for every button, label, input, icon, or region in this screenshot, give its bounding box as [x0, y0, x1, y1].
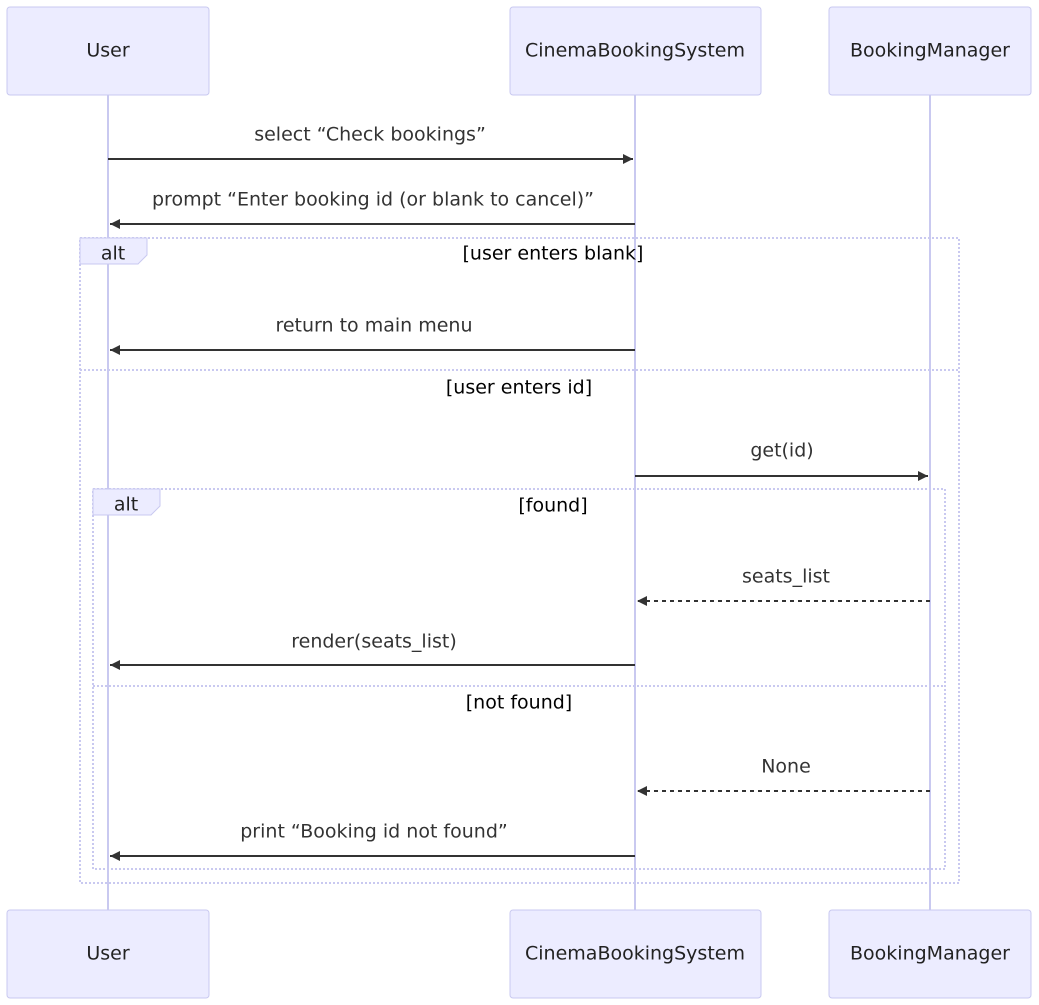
- alt-fragment-outer-frame: [79, 237, 960, 884]
- alt-fragment-inner: alt [found] [not found]: [92, 488, 946, 870]
- message-2: prompt “Enter booking id (or blank to ca…: [110, 189, 635, 229]
- actor-cinema-booking-system-bottom: CinemaBookingSystem: [509, 909, 762, 999]
- message-4: get(id): [635, 440, 928, 481]
- message-5: seats_list: [637, 566, 930, 606]
- alt-fragment-inner-condition-1: [found]: [518, 495, 587, 517]
- actor-user-top-label: User: [86, 40, 129, 62]
- message-7: None: [637, 756, 930, 796]
- message-8: print “Booking id not found”: [110, 821, 635, 861]
- actor-booking-manager-bottom: BookingManager: [828, 909, 1032, 999]
- alt-fragment-inner-tab: [92, 488, 161, 516]
- actor-booking-manager-top-label: BookingManager: [850, 40, 1010, 62]
- message-5-label: seats_list: [742, 566, 830, 588]
- actor-cinema-booking-system-top: CinemaBookingSystem: [509, 6, 762, 96]
- alt-fragment-outer: alt [user enters blank] [user enters id]: [79, 237, 960, 884]
- message-3: return to main menu: [110, 315, 635, 355]
- message-2-label: prompt “Enter booking id (or blank to ca…: [152, 189, 594, 211]
- actor-user-top: User: [6, 6, 210, 96]
- alt-fragment-outer-tab: [79, 237, 148, 265]
- alt-fragment-outer-condition-2: [user enters id]: [446, 377, 592, 399]
- message-6: render(seats_list): [110, 631, 635, 670]
- actor-cinema-booking-system-top-label: CinemaBookingSystem: [525, 40, 745, 62]
- actor-booking-manager-bottom-label: BookingManager: [850, 943, 1010, 965]
- message-8-label: print “Booking id not found”: [240, 821, 507, 843]
- message-4-label: get(id): [750, 440, 813, 462]
- alt-fragment-inner-frame: [92, 488, 946, 870]
- alt-fragment-inner-condition-2: [not found]: [466, 692, 572, 714]
- alt-fragment-outer-keyword: alt: [101, 243, 125, 265]
- message-1: select “Check bookings”: [108, 124, 633, 164]
- message-6-label: render(seats_list): [291, 631, 457, 653]
- message-3-label: return to main menu: [275, 315, 472, 337]
- actor-cinema-booking-system-bottom-label: CinemaBookingSystem: [525, 943, 745, 965]
- message-7-label: None: [761, 756, 811, 778]
- message-1-label: select “Check bookings”: [254, 124, 486, 146]
- alt-fragment-outer-condition-1: [user enters blank]: [463, 243, 644, 265]
- actor-user-bottom-label: User: [86, 943, 129, 965]
- alt-fragment-inner-keyword: alt: [114, 494, 138, 516]
- actor-user-bottom: User: [6, 909, 210, 999]
- actor-booking-manager-top: BookingManager: [828, 6, 1032, 96]
